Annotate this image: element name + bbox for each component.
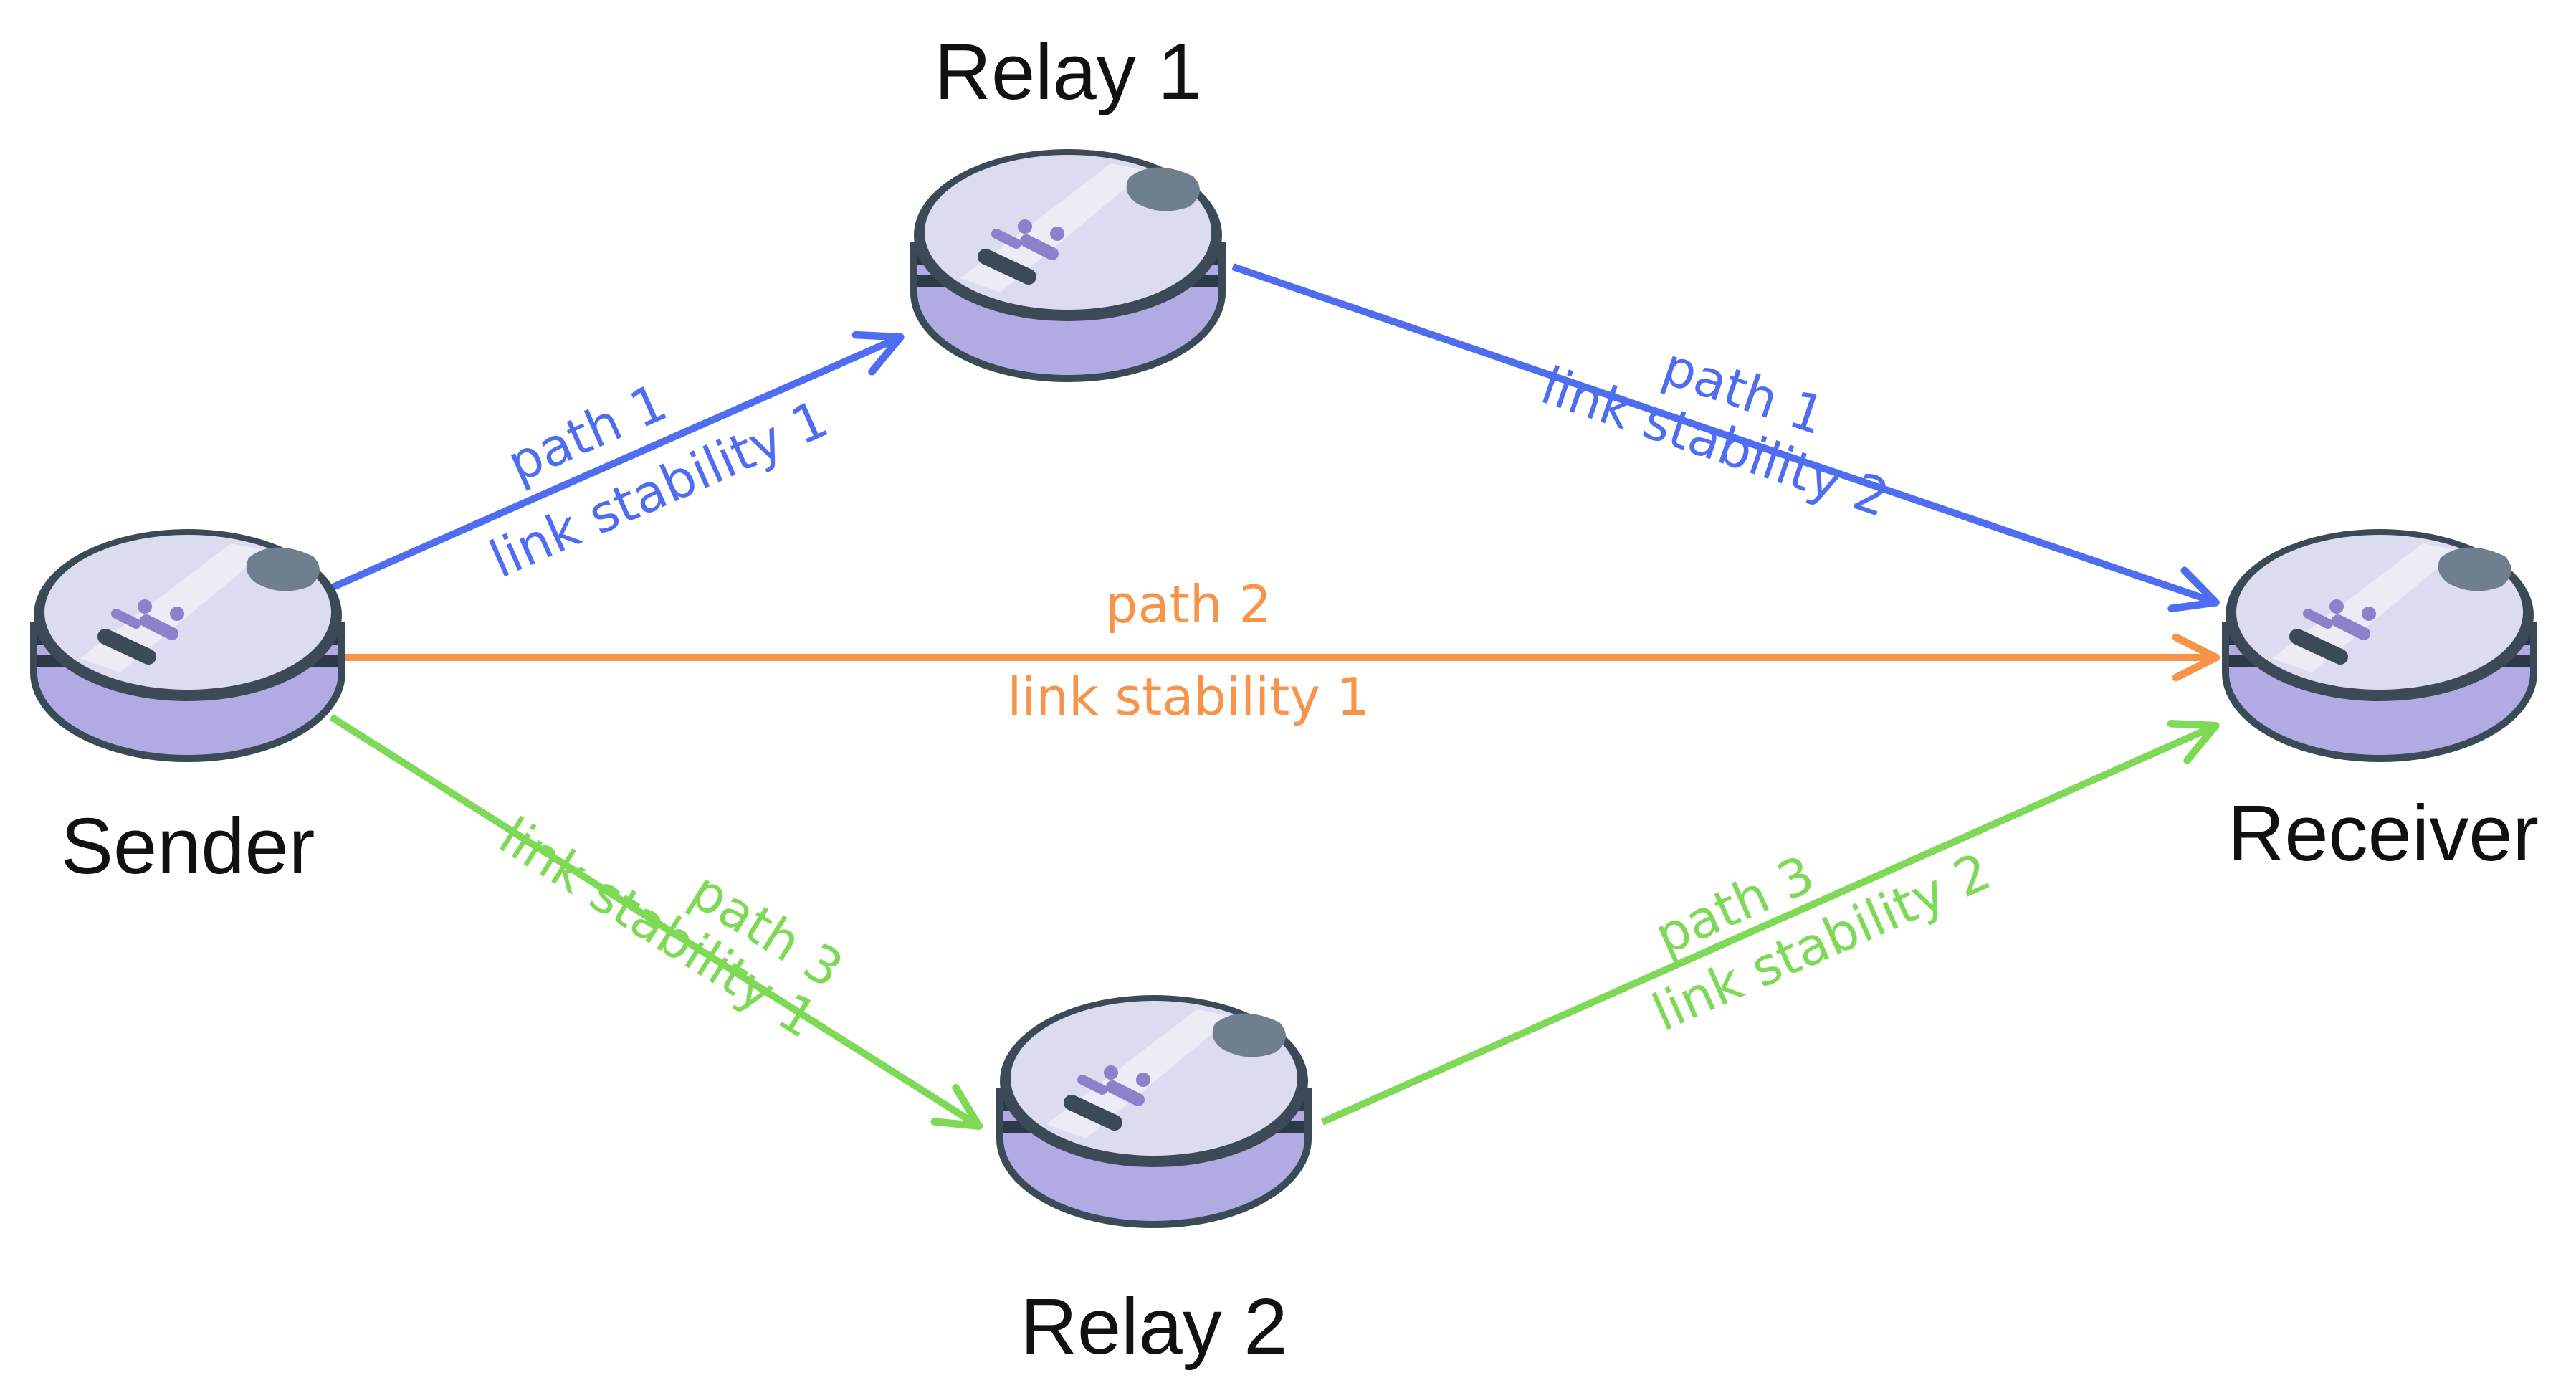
relay2-label: Relay 2: [1021, 1283, 1288, 1371]
edge-sender-relay1: [329, 331, 905, 591]
edge-relay1-receiver: [1231, 263, 2220, 612]
path-label-sender-receiver: path 2: [1105, 574, 1272, 634]
receiver-label: Receiver: [2228, 789, 2539, 878]
sender-node: [34, 529, 342, 759]
robot-vacuum-icon: [914, 149, 1222, 379]
relay1-node: [914, 149, 1222, 379]
robot-vacuum-icon: [1000, 995, 1308, 1225]
sender-label: Sender: [61, 802, 315, 890]
receiver-node: [2226, 529, 2534, 759]
edge-label-sender-relay2: path 3 link stability 1: [489, 806, 853, 1050]
robot-vacuum-icon: [34, 529, 342, 759]
edge-relay2-receiver: [1320, 720, 2220, 1126]
relay1-label: Relay 1: [935, 28, 1202, 116]
relay2-node: [1000, 995, 1308, 1225]
edge-label-relay1-receiver: path 1 link stability 2: [1534, 336, 1896, 528]
robot-vacuum-icon: [2226, 529, 2534, 759]
edge-sender-relay2: [329, 713, 983, 1130]
stability-label-sender-receiver: link stability 1: [1007, 667, 1369, 727]
